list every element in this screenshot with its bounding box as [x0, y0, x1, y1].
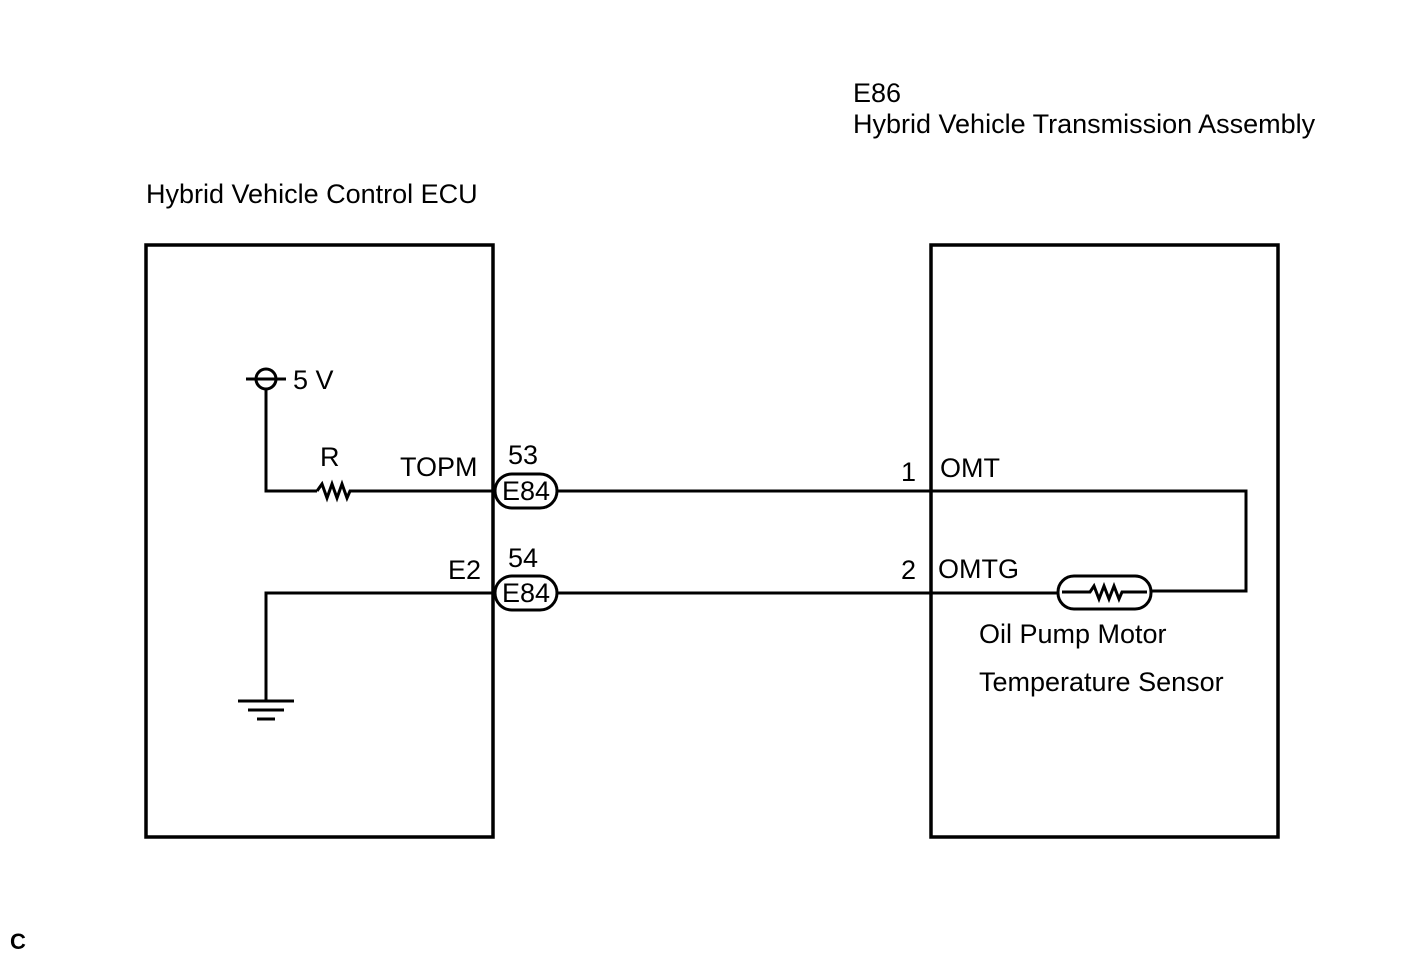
supply-voltage-label: 5 V	[293, 365, 334, 395]
sensor-caption-line1: Oil Pump Motor	[979, 619, 1167, 649]
transmission-name-label: Hybrid Vehicle Transmission Assembly	[853, 109, 1316, 139]
supply-5v-symbol	[246, 367, 286, 391]
omt-signal-wire	[557, 489, 1248, 593]
transmission-code-label: E86	[853, 78, 901, 108]
sensor-omtg-label: OMTG	[938, 554, 1019, 584]
ground-icon	[238, 699, 294, 721]
terminal-e2-label: E2	[448, 555, 481, 585]
sensor-caption-line2: Temperature Sensor	[979, 667, 1224, 697]
ecu-box	[144, 243, 495, 839]
connector-code-54-label: E84	[502, 578, 550, 608]
connector-code-53-label: E84	[502, 476, 550, 506]
terminal-topm-label: TOPM	[400, 452, 478, 482]
ecu-name-label: Hybrid Vehicle Control ECU	[146, 179, 478, 209]
connector-pin-53-label: 53	[508, 440, 538, 470]
corner-mark: C	[10, 929, 26, 954]
supply-wire	[264, 389, 317, 493]
sensor-omt-label: OMT	[940, 453, 1000, 483]
thermistor-sensor-icon	[1056, 574, 1153, 611]
connector-pin-54-label: 54	[508, 543, 538, 573]
ground-wire	[264, 591, 493, 701]
sensor-pin-1-label: 1	[901, 457, 916, 487]
transmission-box	[929, 243, 1280, 839]
resistor-label: R	[320, 442, 340, 472]
sensor-pin-2-label: 2	[901, 555, 916, 585]
resistor-icon	[315, 479, 493, 503]
